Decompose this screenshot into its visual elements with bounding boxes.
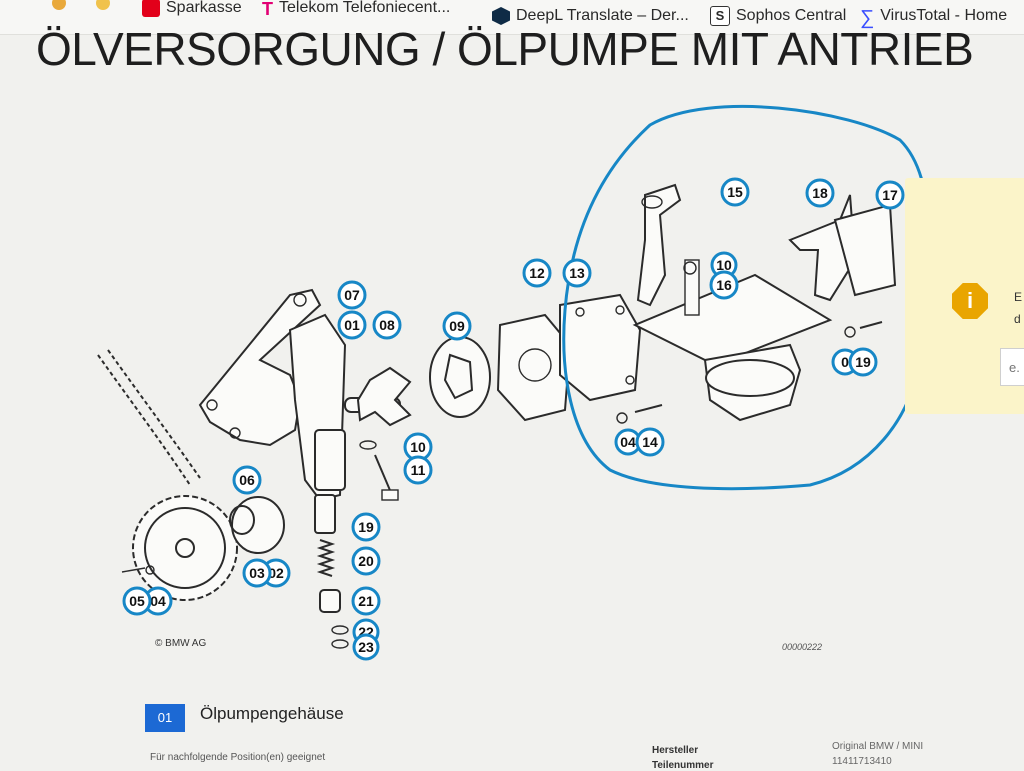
- sophos-icon: S: [710, 6, 730, 26]
- svg-text:20: 20: [358, 553, 374, 569]
- callout-08[interactable]: 08: [372, 310, 402, 340]
- svg-text:11: 11: [411, 462, 426, 478]
- svg-text:14: 14: [642, 434, 658, 450]
- pump-housing: [198, 288, 347, 502]
- timing-chain: [97, 349, 201, 486]
- svg-text:07: 07: [344, 287, 360, 303]
- svg-text:16: 16: [716, 277, 732, 293]
- part-number-badge: 01: [145, 704, 185, 732]
- svg-text:10: 10: [716, 257, 732, 273]
- bookmark-label: VirusTotal - Home: [880, 7, 1008, 24]
- oil-strainer: [616, 183, 897, 424]
- info-text-line: d: [1014, 312, 1021, 326]
- svg-text:23: 23: [358, 639, 374, 655]
- bookmark-sparkasse[interactable]: Sparkasse: [142, 0, 242, 22]
- bookmark-deepl[interactable]: DeepL Translate – Der...: [492, 2, 689, 30]
- callout-20[interactable]: 19: [351, 512, 381, 542]
- callout-22[interactable]: 21: [351, 586, 381, 616]
- svg-text:05: 05: [129, 593, 145, 609]
- bookmark-label: Sparkasse: [166, 0, 242, 16]
- svg-text:19: 19: [358, 519, 374, 535]
- svg-text:01: 01: [344, 317, 360, 333]
- svg-text:13: 13: [569, 265, 585, 281]
- svg-text:21: 21: [358, 593, 374, 609]
- callout-14[interactable]: 14: [635, 427, 665, 457]
- pump-cover-plates: [496, 293, 642, 422]
- sprocket: [121, 495, 238, 601]
- bookmarks-bar: Sparkasse T Telekom Telefoniecent... Dee…: [0, 0, 1024, 35]
- info-text: E d: [1014, 286, 1022, 330]
- warning-info-icon: i: [952, 283, 988, 319]
- callout-09[interactable]: 09: [442, 311, 472, 341]
- svg-text:04: 04: [150, 593, 166, 609]
- svg-text:19: 19: [855, 354, 871, 370]
- info-text-line: E: [1014, 290, 1023, 304]
- callout-18[interactable]: 18: [805, 178, 835, 208]
- bolt: [359, 440, 399, 501]
- search-input[interactable]: [1000, 348, 1024, 386]
- svg-text:10: 10: [410, 439, 426, 455]
- page-title: ÖLVERSORGUNG / ÖLPUMPE MIT ANTRIEB: [36, 23, 974, 75]
- callout-13[interactable]: 13: [562, 258, 592, 288]
- callout-17[interactable]: 17: [875, 180, 905, 210]
- svg-text:06: 06: [239, 472, 255, 488]
- bookmark-virustotal[interactable]: ∑ VirusTotal - Home: [860, 2, 1007, 30]
- callout-15[interactable]: 15: [720, 177, 750, 207]
- exploded-parts-diagram: 07 01 08 09 12 13 10 11 06 19 20 21 22 2…: [97, 105, 931, 661]
- svg-text:12: 12: [529, 265, 545, 281]
- svg-text:04: 04: [620, 434, 636, 450]
- svg-text:0: 0: [841, 354, 849, 370]
- callout-24[interactable]: 23: [352, 633, 380, 661]
- maker-value: Original BMW / MINI: [832, 741, 924, 752]
- callout-19[interactable]: 19: [848, 347, 878, 377]
- deepl-icon: [492, 7, 510, 25]
- partnumber-value: 11411713410: [832, 756, 892, 767]
- callout-01[interactable]: 01: [337, 310, 367, 340]
- part-name[interactable]: Ölpumpengehäuse: [200, 704, 344, 723]
- partnumber-label: Teilenummer: [652, 760, 714, 771]
- virustotal-icon: ∑: [860, 7, 875, 29]
- highlight-outline: [562, 105, 931, 491]
- callout-16[interactable]: 16: [709, 270, 739, 300]
- svg-text:17: 17: [882, 187, 898, 203]
- fit-label: Für nachfolgende Position(en) geeignet: [150, 752, 326, 763]
- callout-06[interactable]: 06: [232, 465, 262, 495]
- bookmark-label: Telekom Telefoniecent...: [279, 0, 451, 16]
- svg-text:02: 02: [268, 565, 284, 581]
- svg-text:09: 09: [449, 318, 465, 334]
- sparkasse-icon: [142, 0, 160, 17]
- bookmark-label: DeepL Translate – Der...: [516, 7, 689, 24]
- callout-10b[interactable]: 10: [710, 251, 738, 279]
- drive-shaft: [344, 366, 412, 427]
- callout-05[interactable]: 05: [122, 586, 152, 616]
- bookmark-telekom[interactable]: T Telekom Telefoniecent...: [262, 0, 450, 22]
- outer-rotor: [429, 336, 491, 418]
- bookmark-label: Sophos Central: [736, 7, 847, 24]
- bookmark-sophos[interactable]: S Sophos Central: [710, 2, 846, 30]
- callout-11[interactable]: 11: [403, 455, 433, 485]
- svg-text:18: 18: [812, 185, 828, 201]
- diagram-id: 00000222: [782, 642, 823, 652]
- telekom-icon: T: [262, 0, 273, 19]
- svg-text:08: 08: [379, 317, 395, 333]
- svg-text:15: 15: [727, 184, 743, 200]
- callout-03[interactable]: 03: [242, 558, 272, 588]
- copyright-note: © BMW AG: [155, 638, 207, 649]
- callout-12[interactable]: 12: [522, 258, 552, 288]
- hub: [229, 496, 285, 554]
- pressure-valve: [314, 494, 349, 649]
- callout-07[interactable]: 07: [337, 280, 367, 310]
- maker-label: Hersteller: [652, 745, 699, 756]
- svg-text:03: 03: [249, 565, 265, 581]
- bookmark-favicon-icon[interactable]: [96, 0, 110, 10]
- bookmark-favicon-icon[interactable]: [52, 0, 66, 10]
- callout-21[interactable]: 20: [351, 546, 381, 576]
